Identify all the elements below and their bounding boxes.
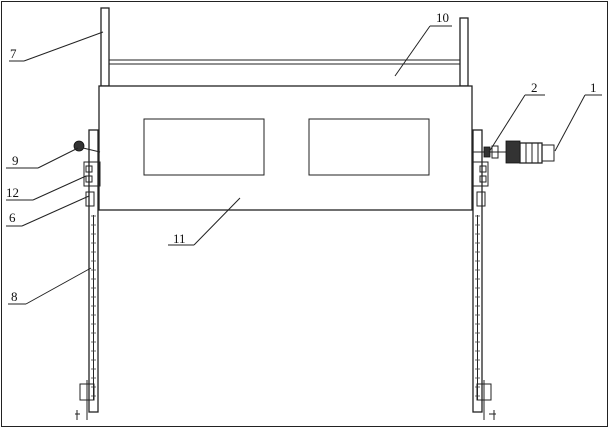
part-labels: 7 10 1 2 9 12 6 8 11 — [6, 10, 597, 304]
label-8: 8 — [11, 289, 18, 304]
left-handwheel-shaft — [82, 147, 101, 153]
coupling-flange — [491, 145, 499, 159]
motor-end-cap — [541, 144, 555, 162]
label-7: 7 — [10, 46, 17, 61]
right-bracket-bolt-bottom — [479, 175, 487, 183]
leader-1 — [554, 94, 586, 152]
leader-6 — [21, 195, 90, 227]
right-bracket-bolt-top — [479, 165, 487, 173]
leader-10 — [394, 25, 431, 77]
right-rail — [471, 129, 496, 420]
leader-2 — [488, 94, 526, 153]
left-upright-post — [100, 7, 110, 87]
label-10: 10 — [436, 10, 449, 25]
label-2: 2 — [531, 80, 538, 95]
gearbox — [505, 140, 521, 164]
coupling — [483, 146, 491, 158]
right-slider-block — [476, 191, 486, 207]
motor-assembly — [472, 140, 555, 164]
right-upright-post — [459, 17, 469, 87]
leader-7 — [23, 31, 104, 62]
label-9: 9 — [12, 153, 19, 168]
label-11: 11 — [173, 231, 186, 246]
box-body — [98, 85, 473, 211]
label-12: 12 — [6, 185, 19, 200]
left-rail — [73, 129, 101, 420]
main-box — [98, 85, 473, 211]
left-bracket-bolt-top — [85, 165, 93, 173]
left-slider-block — [85, 191, 95, 207]
label-1: 1 — [590, 80, 597, 95]
right-rail-ticks — [475, 215, 480, 397]
leader-lines — [6, 25, 602, 305]
right-window — [308, 118, 430, 176]
leader-12 — [32, 175, 87, 201]
left-bracket-bolt-bottom — [85, 175, 93, 183]
leader-8 — [25, 267, 92, 305]
leader-11 — [193, 197, 241, 246]
left-window — [143, 118, 265, 176]
leader-9 — [37, 147, 79, 169]
label-6: 6 — [9, 210, 16, 225]
motor-body — [519, 142, 543, 164]
top-frame — [100, 7, 469, 87]
right-bracket — [471, 161, 489, 187]
left-rail-ticks — [91, 215, 96, 397]
left-bracket — [83, 161, 101, 187]
